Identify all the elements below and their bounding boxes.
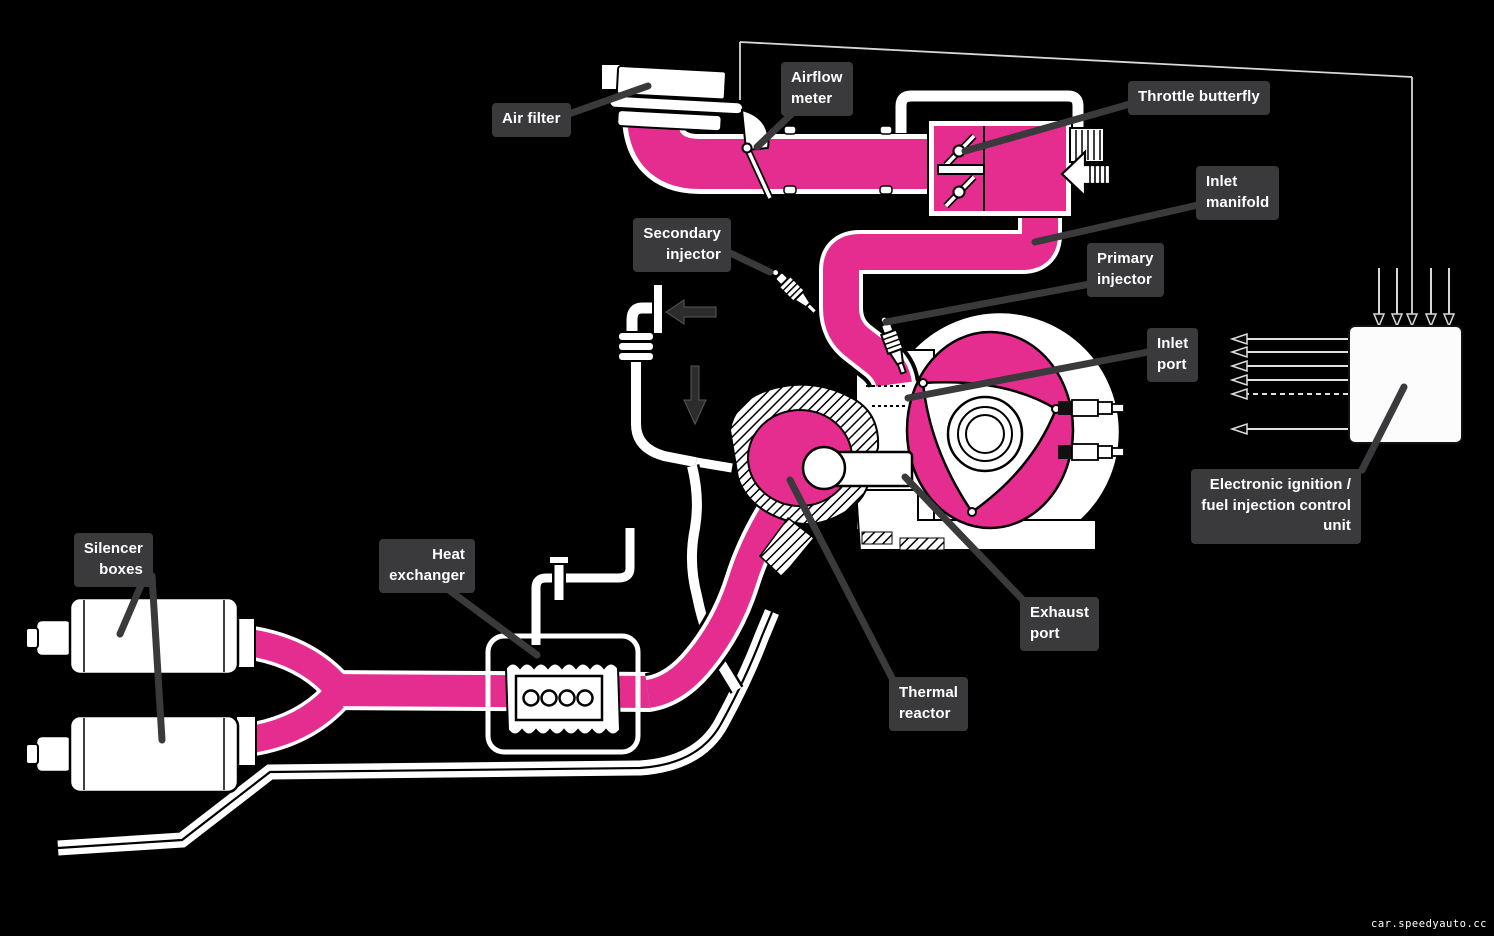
spark-plug-top	[1058, 399, 1125, 417]
label-control-unit: Electronic ignition / fuel injection con…	[1191, 469, 1361, 545]
reactor-inlet-flange	[801, 445, 847, 491]
spark-plugs	[1058, 399, 1125, 461]
elbow-flange	[652, 283, 664, 335]
spark-plug-bottom	[1058, 443, 1125, 461]
engine-internals	[866, 330, 1125, 530]
watermark: car.speedyauto.cc	[1371, 918, 1487, 930]
control-unit-input-arrows	[1378, 268, 1450, 314]
label-heat-exchanger: Heat exchanger	[379, 539, 475, 594]
silencer-box-bottom	[25, 714, 257, 794]
control-unit-output-arrowheads	[1229, 332, 1248, 436]
control-unit-output-arrows	[1246, 338, 1348, 430]
label-inlet-port: Inlet port	[1147, 328, 1199, 383]
flow-arrow-down-icon	[683, 365, 707, 426]
label-airflow-meter: Airflow meter	[781, 62, 853, 117]
label-air-filter: Air filter	[492, 103, 571, 137]
label-thermal-reactor: Thermal reactor	[889, 677, 969, 732]
silencer-box-top	[25, 596, 256, 676]
inlet-port-dashes	[866, 385, 906, 407]
label-primary-injector: Primary injector	[1087, 243, 1164, 298]
sensor-wire	[739, 41, 1413, 314]
control-unit-box	[1229, 268, 1463, 444]
thermal-reactor-shape	[728, 383, 914, 579]
idle-air-connector	[1069, 127, 1105, 163]
secondary-injector-shape	[766, 263, 822, 319]
heat-exchanger-shape	[485, 528, 641, 755]
label-secondary-injector: Secondary injector	[633, 218, 731, 273]
airflow-flap	[746, 149, 772, 199]
butterfly-valves	[937, 133, 985, 209]
duct-joints	[783, 125, 893, 195]
tailpipe	[57, 608, 781, 858]
flap-pivot	[741, 142, 753, 154]
throttle-body	[893, 88, 1112, 218]
intake-flow-arrow-icon	[1060, 149, 1112, 199]
heat-exchanger-tubes	[522, 689, 594, 707]
flow-arrow-left-icon	[665, 299, 717, 325]
control-unit-input-arrowheads	[1372, 313, 1456, 328]
label-exhaust-port: Exhaust port	[1020, 597, 1100, 652]
label-silencer-boxes: Silencer boxes	[73, 533, 153, 588]
pipe-ribs	[617, 331, 655, 362]
inlet-manifold-shape	[815, 209, 1066, 389]
label-throttle-butterfly: Throttle butterfly	[1128, 81, 1270, 115]
label-inlet-manifold: Inlet manifold	[1196, 166, 1280, 221]
reactor-downpipe	[644, 488, 800, 715]
